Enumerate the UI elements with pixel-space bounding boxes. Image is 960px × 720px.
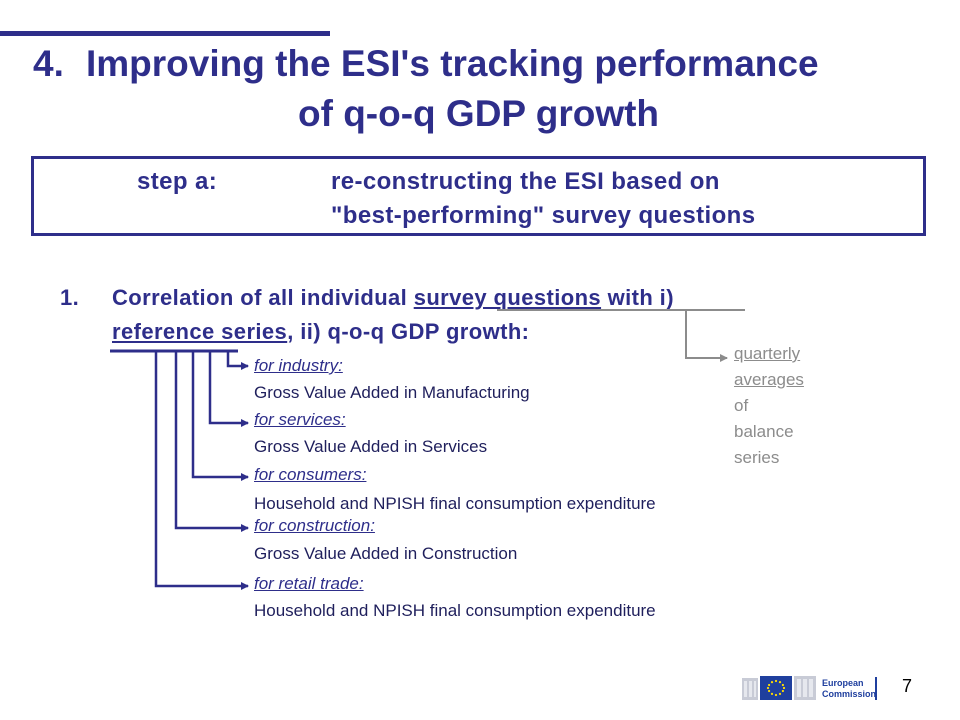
eu-flag-icon	[760, 676, 792, 700]
sector-consumers-description: Household and NPISH final consumption ex…	[254, 494, 656, 513]
sector-services-category: for services:	[254, 410, 346, 429]
sector-industry-category: for industry:	[254, 356, 343, 375]
item-line-2-post: , ii) q-o-q GDP growth:	[287, 319, 530, 344]
note-line-4: balance	[734, 422, 794, 441]
sector-retail-trade-description: Household and NPISH final consumption ex…	[254, 601, 656, 620]
step-label: step a:	[137, 168, 218, 195]
title-line-1: Improving the ESI's tracking performance	[86, 43, 819, 84]
title-rule	[0, 31, 330, 36]
note-line-5: series	[734, 448, 780, 467]
note-line-1: quarterly	[734, 344, 801, 363]
construction-arrow	[174, 352, 249, 532]
logo-text-line-2: Commission	[822, 689, 877, 699]
european-commission-logo: European Commission	[742, 672, 892, 704]
quarterly-averages-arrow	[685, 311, 728, 362]
sector-services-description: Gross Value Added in Services	[254, 437, 488, 456]
item-line-1-post: with i)	[601, 285, 674, 310]
sector-industry-description: Gross Value Added in Manufacturing	[254, 383, 530, 402]
retail-trade-arrow	[154, 352, 249, 590]
step-text-line-1: re-constructing the ESI based on	[331, 168, 720, 195]
page-number: 7	[902, 676, 913, 696]
reference-series-link: reference series	[112, 319, 288, 344]
item-line-1-pre: Correlation of all individual	[112, 285, 414, 310]
title-number: 4.	[33, 43, 64, 84]
item-number: 1.	[60, 285, 80, 310]
sector-construction-description: Gross Value Added in Construction	[254, 544, 518, 563]
quarterly-averages-note: quarterly averages of balance series	[734, 341, 804, 471]
logo-text: European Commission	[822, 678, 876, 700]
survey-questions-link: survey questions	[413, 285, 602, 310]
services-arrow	[208, 352, 249, 427]
step-text-line-2: "best-performing" survey questions	[331, 202, 756, 229]
note-line-3: of	[734, 396, 749, 415]
sector-construction-category: for construction:	[254, 516, 375, 535]
item-line-2: reference series, ii) q-o-q GDP growth:	[112, 321, 529, 343]
sector-retail-trade-category: for retail trade:	[254, 574, 364, 593]
step-box	[31, 156, 926, 236]
industry-arrow	[226, 352, 249, 370]
item-line-1: Correlation of all individual survey que…	[112, 287, 674, 309]
logo-text-line-1: European	[822, 678, 864, 688]
sector-consumers-category: for consumers:	[254, 465, 367, 484]
consumers-arrow	[191, 352, 249, 481]
title-line-2: of q-o-q GDP growth	[298, 93, 660, 134]
note-line-2: averages	[734, 370, 804, 389]
